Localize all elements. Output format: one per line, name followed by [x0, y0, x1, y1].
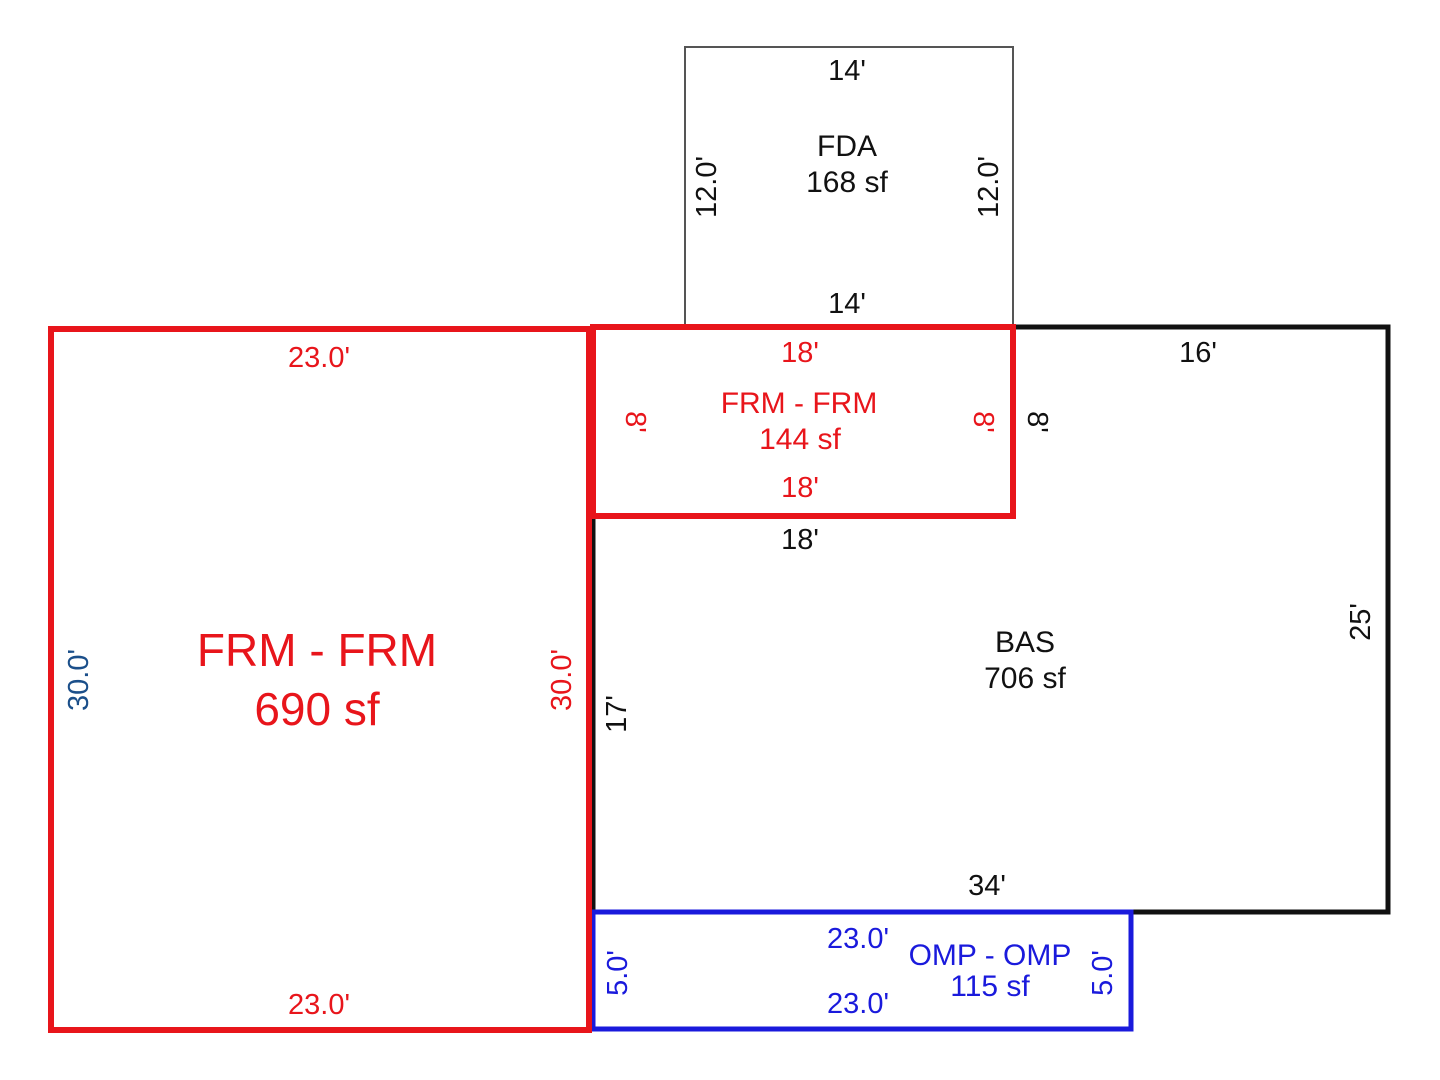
- frm-small-bottom-dimension: 18': [781, 472, 819, 504]
- fda-left-dimension: 12.0': [691, 156, 723, 218]
- bas-top-dimension: 16': [1179, 337, 1217, 369]
- frm-large-right-dimension: 30.0': [546, 649, 578, 711]
- bas-right-dimension: 25': [1345, 603, 1377, 641]
- fda-top-dimension: 14': [828, 55, 866, 87]
- fda-area-label: 168 sf: [806, 166, 888, 199]
- fda-right-dimension: 12.0': [973, 156, 1005, 218]
- bas-notch-side-dimension: 8': [1021, 411, 1053, 433]
- fda-bottom-dimension: 14': [828, 288, 866, 320]
- frm-large-outline: [48, 326, 592, 1033]
- bas-left-dimension: 17': [601, 695, 633, 733]
- frm-large-area-label: 690 sf: [254, 683, 380, 735]
- frm-large-bottom-dimension: 23.0': [288, 989, 350, 1021]
- bas-notch-top-dimension: 18': [781, 524, 819, 556]
- frm-small-area-label: 144 sf: [759, 423, 841, 456]
- omp-top-dimension: 23.0': [827, 923, 889, 955]
- bas-area-label: 706 sf: [984, 662, 1066, 695]
- omp-right-dimension: 5.0': [1087, 950, 1119, 996]
- frm-small-code-label: FRM - FRM: [721, 387, 878, 420]
- omp-code-label: OMP - OMP: [909, 939, 1072, 972]
- omp-left-dimension: 5.0': [602, 950, 634, 996]
- omp-bottom-dimension: 23.0': [827, 988, 889, 1020]
- frm-small-outline: [590, 324, 1016, 519]
- bas-bottom-dimension: 34': [968, 870, 1006, 902]
- frm-large-code-label: FRM - FRM: [197, 624, 437, 676]
- frm-small-left-dimension: 8': [619, 411, 651, 433]
- bas-code-label: BAS: [995, 626, 1055, 659]
- frm-large-top-dimension: 23.0': [288, 342, 350, 374]
- omp-outline: [590, 909, 1134, 1032]
- fda-code-label: FDA: [817, 130, 877, 163]
- omp-area-label: 115 sf: [950, 970, 1030, 1003]
- frm-large-left-dimension: 30.0': [63, 649, 95, 711]
- frm-small-right-dimension: 8': [967, 411, 999, 433]
- frm-small-top-dimension: 18': [781, 337, 819, 369]
